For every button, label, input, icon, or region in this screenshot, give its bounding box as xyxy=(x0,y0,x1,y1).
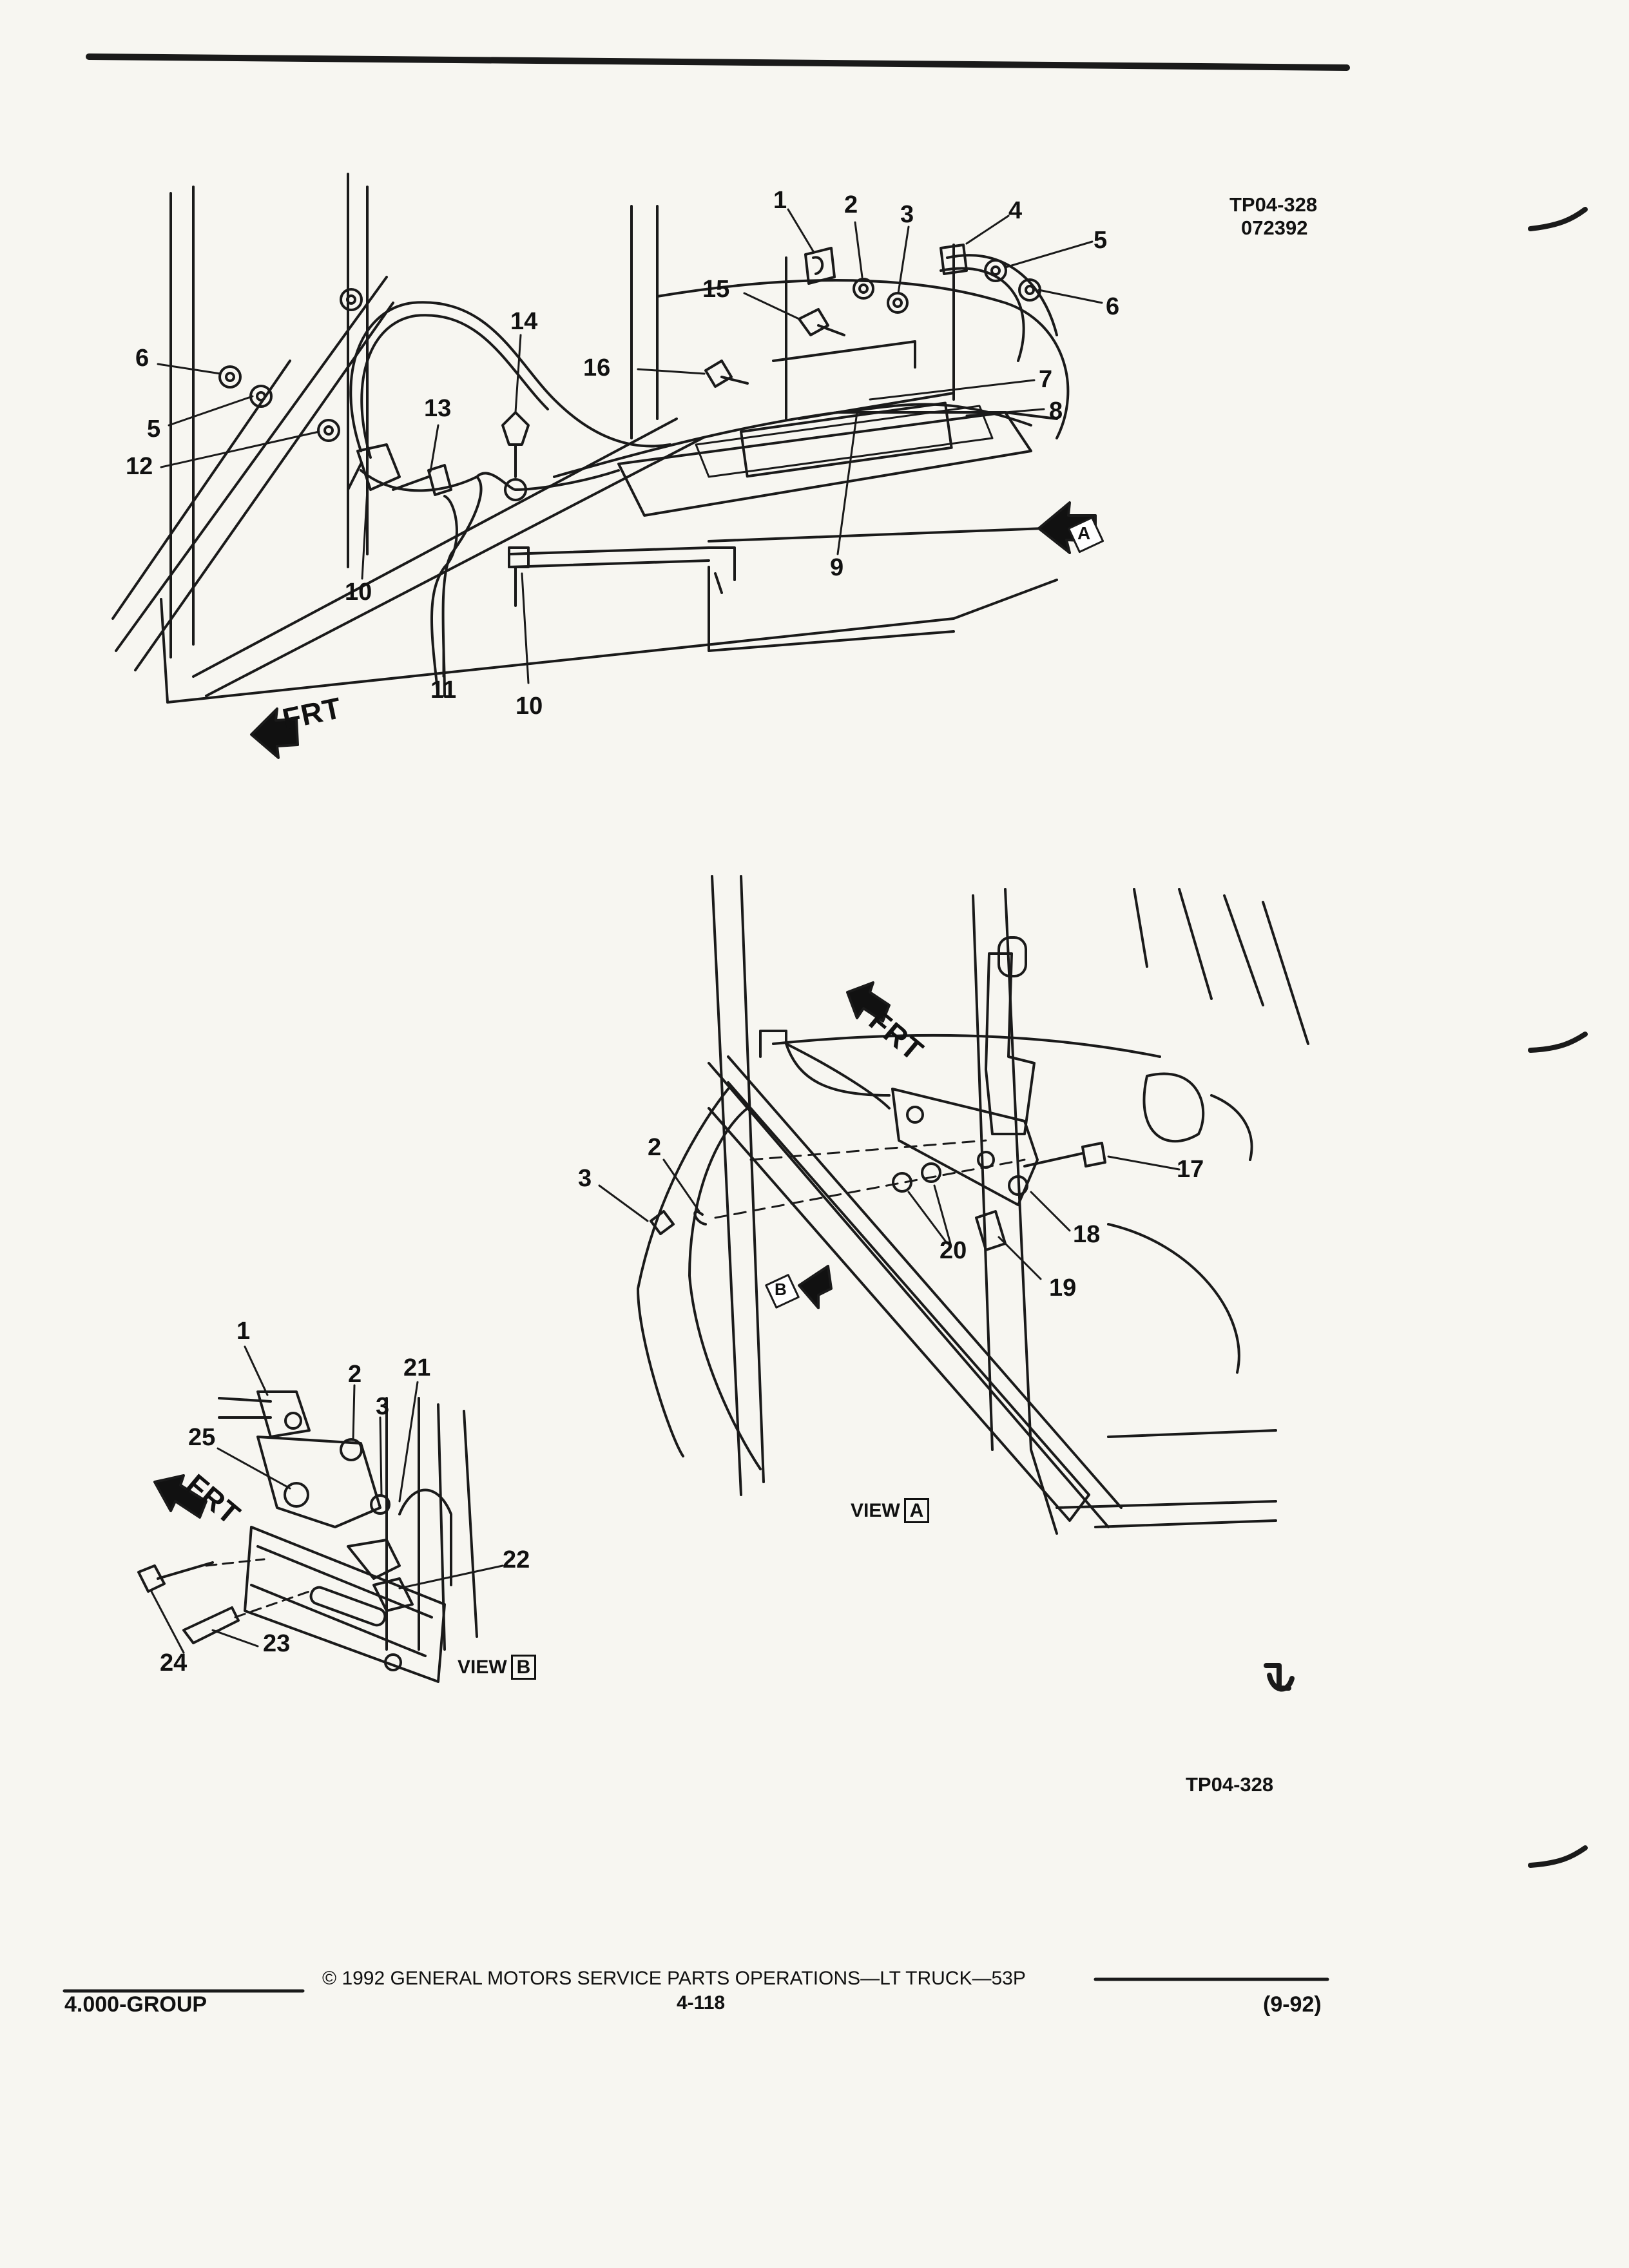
view-b-callout-2: 2 xyxy=(348,1361,362,1388)
view-a-callout-20: 20 xyxy=(940,1237,967,1264)
callout-16: 16 xyxy=(583,354,611,381)
callout-12: 12 xyxy=(126,453,153,480)
figure-id-bottom: TP04-328 xyxy=(1186,1773,1274,1796)
view-a-prefix: VIEW xyxy=(851,1500,900,1521)
view-a-callout-18: 18 xyxy=(1073,1221,1101,1248)
callout-5-left: 5 xyxy=(147,416,161,443)
callout-10a: 10 xyxy=(345,579,372,606)
view-a-ref: A xyxy=(903,1498,930,1523)
callout-6-left: 6 xyxy=(135,345,149,372)
gm-mark xyxy=(1264,1663,1295,1692)
callout-11: 11 xyxy=(430,677,457,704)
view-a-callout-2: 2 xyxy=(648,1134,662,1161)
view-a-callout-19: 19 xyxy=(1049,1274,1077,1302)
callout-13: 13 xyxy=(424,395,452,422)
view-b-callout-24: 24 xyxy=(160,1649,188,1677)
view-b-callout-3: 3 xyxy=(376,1393,390,1420)
callout-14: 14 xyxy=(510,308,538,335)
callout-8: 8 xyxy=(1049,398,1063,425)
view-b-callout-1: 1 xyxy=(236,1318,251,1345)
view-b-art xyxy=(137,1345,504,1683)
callout-10b: 10 xyxy=(516,693,543,720)
callout-5: 5 xyxy=(1094,227,1108,254)
main-assembly-art xyxy=(111,173,1104,759)
callout-9: 9 xyxy=(830,554,844,581)
footer-date: (9-92) xyxy=(1263,1992,1322,2017)
view-b-ref: B xyxy=(510,1655,537,1680)
figure-date-code: 072392 xyxy=(1241,216,1308,239)
callout-2: 2 xyxy=(844,191,858,218)
footer-group: 4.000-GROUP xyxy=(64,1992,207,2017)
view-a-callout-3: 3 xyxy=(578,1165,592,1192)
callout-15: 15 xyxy=(702,276,730,303)
main-leader-lines xyxy=(157,208,1103,684)
callout-4: 4 xyxy=(1008,197,1023,224)
figure-id-top: TP04-328 xyxy=(1229,193,1318,216)
ref-a-marker: A xyxy=(1077,523,1091,543)
view-a-art xyxy=(598,875,1309,1535)
view-b-callout-25: 25 xyxy=(188,1424,216,1451)
footer-copyright: © 1992 GENERAL MOTORS SERVICE PARTS OPER… xyxy=(322,1968,1026,1989)
view-b-callout-22: 22 xyxy=(503,1546,530,1573)
ref-b-marker: B xyxy=(775,1280,787,1299)
callout-7: 7 xyxy=(1039,366,1053,393)
callout-3: 3 xyxy=(900,201,914,228)
footer-page-number: 4-118 xyxy=(677,1992,726,2013)
view-a-callout-17: 17 xyxy=(1177,1156,1204,1183)
callout-1: 1 xyxy=(773,187,787,214)
view-b-callout-21: 21 xyxy=(403,1354,431,1381)
view-b-callout-23: 23 xyxy=(263,1630,291,1657)
view-b-prefix: VIEW xyxy=(458,1657,507,1678)
callout-6: 6 xyxy=(1106,293,1120,320)
header-rule xyxy=(86,53,1350,71)
